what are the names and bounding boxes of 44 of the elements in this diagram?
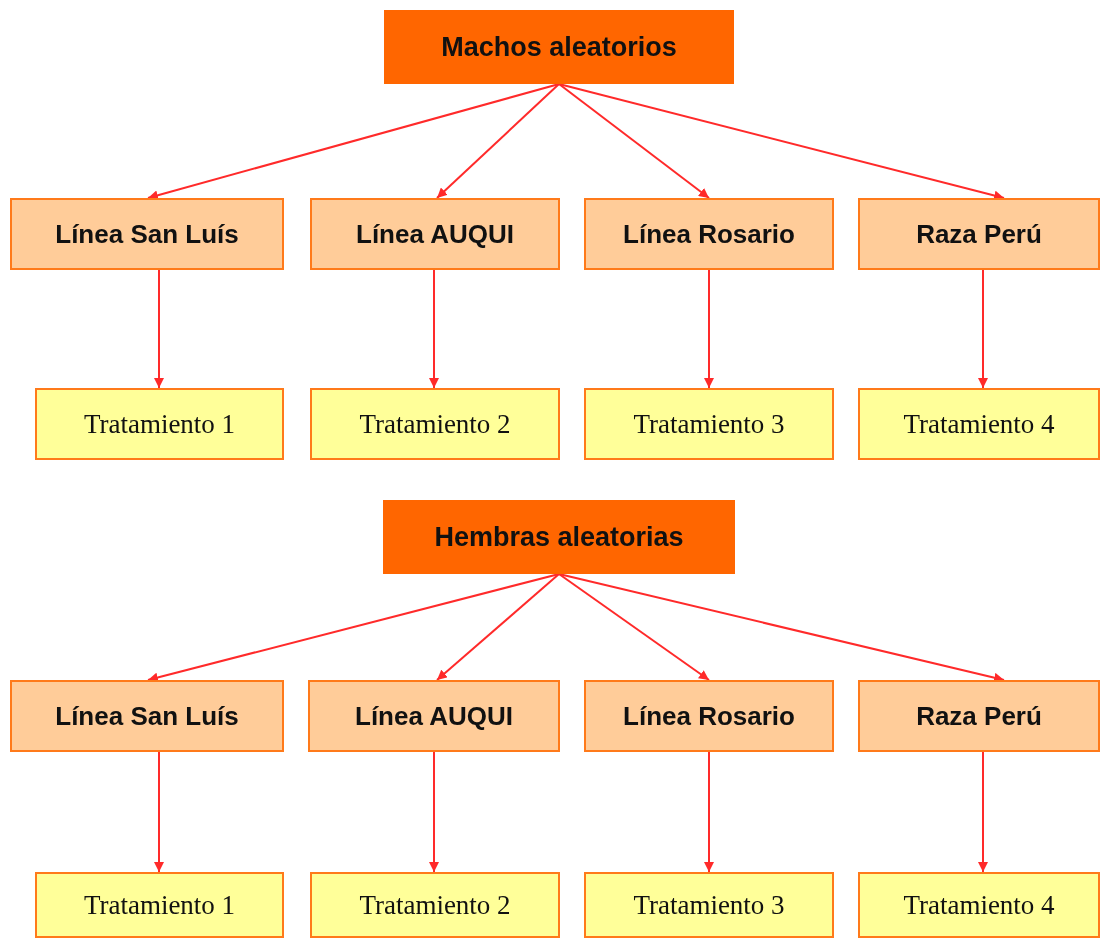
node-label: Raza Perú [916, 700, 1042, 732]
arrow [429, 269, 439, 389]
treatment-box [310, 872, 560, 938]
node-label: Tratamiento 3 [633, 408, 785, 440]
node-label: Machos aleatorios [441, 31, 677, 63]
node-label: Tratamiento 3 [633, 889, 785, 921]
arrow [429, 751, 439, 873]
arrow [154, 751, 164, 873]
node-label: Tratamiento 4 [903, 408, 1055, 440]
node-label: Tratamiento 1 [83, 408, 236, 440]
node-label: Línea San Luís [55, 700, 239, 732]
treatment-box [584, 388, 834, 460]
arrow [704, 269, 714, 389]
arrow [558, 573, 1005, 683]
node-label: Línea Rosario [623, 700, 795, 732]
node-label: Línea AUQUI [356, 218, 514, 250]
group-box [384, 10, 734, 84]
arrow [704, 751, 714, 873]
node-label: Tratamiento 2 [359, 889, 511, 921]
arrow [436, 573, 560, 681]
arrow [558, 83, 710, 199]
treatment-box [584, 872, 834, 938]
node-label: Línea San Luís [55, 218, 239, 250]
node-label: Línea Rosario [623, 218, 795, 250]
arrow [436, 83, 560, 199]
node-label: Hembras aleatorias [434, 521, 684, 553]
treatment-box [858, 388, 1100, 460]
node-label: Tratamiento 1 [83, 889, 236, 921]
node-label: Tratamiento 2 [359, 408, 511, 440]
arrow [978, 269, 988, 389]
arrow [147, 83, 560, 201]
arrow [558, 573, 710, 681]
arrow [978, 751, 988, 873]
arrow [558, 83, 1005, 201]
treatment-box [35, 388, 284, 460]
treatment-box [35, 872, 284, 938]
node-label: Línea AUQUI [355, 700, 513, 732]
treatment-box [310, 388, 560, 460]
node-label: Tratamiento 4 [903, 889, 1055, 921]
arrow [147, 573, 560, 683]
group-box [383, 500, 735, 574]
treatment-box [858, 872, 1100, 938]
node-label: Raza Perú [916, 218, 1042, 250]
arrow [154, 269, 164, 389]
